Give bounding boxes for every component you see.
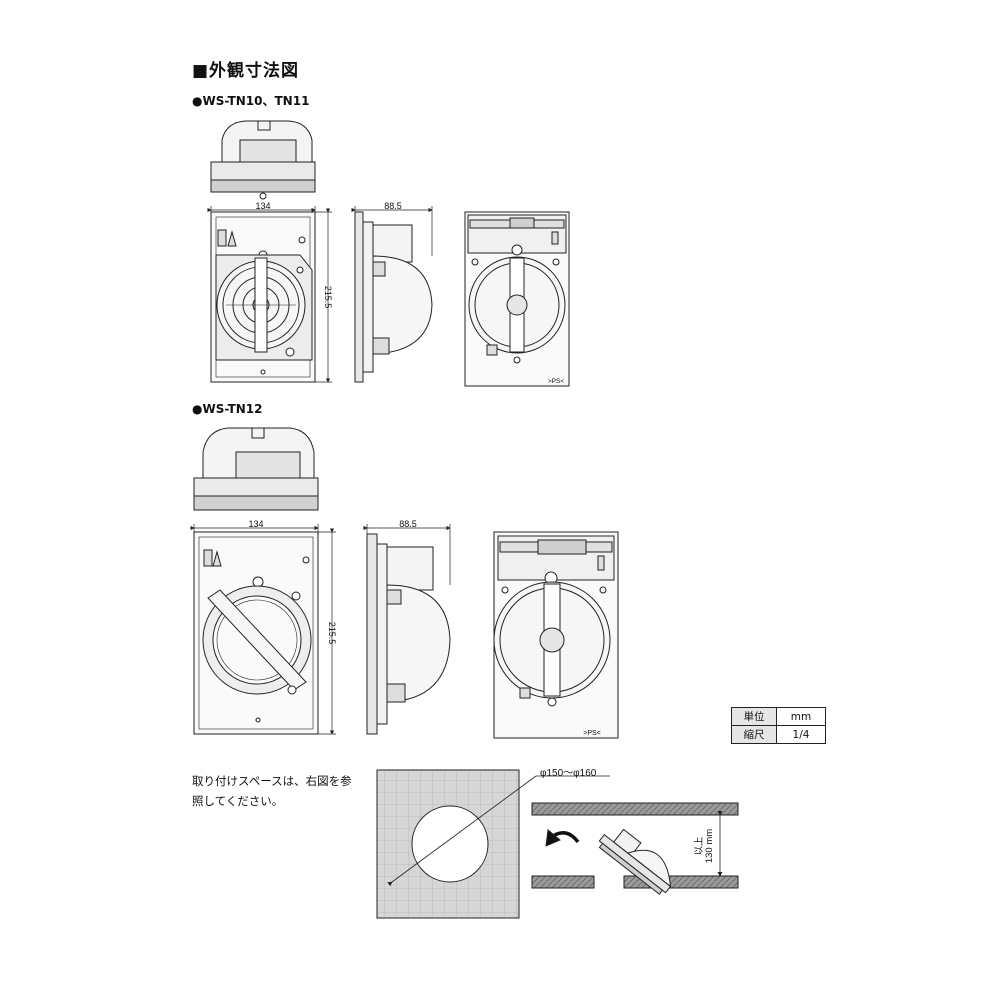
scale-row: 縮尺 1/4 [731, 725, 826, 744]
unit-value: mm [776, 707, 826, 726]
side-dimension-tn12 [363, 524, 451, 585]
top-view-tn12 [193, 427, 319, 511]
back-view-tn12 [493, 531, 619, 739]
back-view-tn10 [464, 211, 570, 387]
depth-dim-tn12: 88.5 [399, 519, 417, 529]
installation-clearance-diagram [531, 802, 739, 895]
ps-mark-tn10: >PS< [548, 378, 564, 385]
front-view-tn12 [193, 531, 319, 735]
model-label-tn12: ●WS-TN12 [192, 402, 263, 416]
unit-scale-table: 単位 mm 縮尺 1/4 [731, 707, 826, 744]
side-view-tn10 [354, 211, 433, 383]
side-view-tn12 [366, 533, 451, 735]
ps-mark-tn12: >PS< [583, 730, 601, 737]
width-dim-tn12: 134 [248, 519, 263, 529]
unit-row: 単位 mm [731, 707, 826, 726]
side-dimension-tn10 [351, 206, 433, 256]
clearance-suffix-label: 以上 [694, 836, 705, 856]
install-note: 取り付けスペースは、右図を参照してください。 [192, 774, 352, 808]
scale-key: 縮尺 [731, 725, 777, 744]
dimension-labels: 134 215.5 88.5 >PS< 134 215.5 88.5 >PS< … [248, 201, 715, 863]
front-dimensions-tn12 [190, 524, 336, 735]
model-label-tn10-tn11: ●WS-TN10、TN11 [192, 94, 310, 108]
height-dim-tn10: 215.5 [323, 286, 333, 309]
clearance-value-label: 130 mm [704, 829, 715, 863]
page-title: ■外観寸法図 [192, 61, 300, 81]
front-dimensions-tn10 [207, 206, 332, 383]
height-dim-tn12: 215.5 [327, 622, 337, 645]
ceiling-hole-diagram [376, 769, 610, 919]
top-view-tn10 [210, 120, 316, 200]
front-view-tn10 [210, 211, 316, 383]
unit-key: 単位 [731, 707, 777, 726]
scale-value: 1/4 [776, 725, 826, 744]
hole-diameter-label: φ150〜φ160 [540, 768, 597, 779]
depth-dim-tn10: 88.5 [384, 201, 402, 211]
width-dim-tn10: 134 [255, 201, 270, 211]
